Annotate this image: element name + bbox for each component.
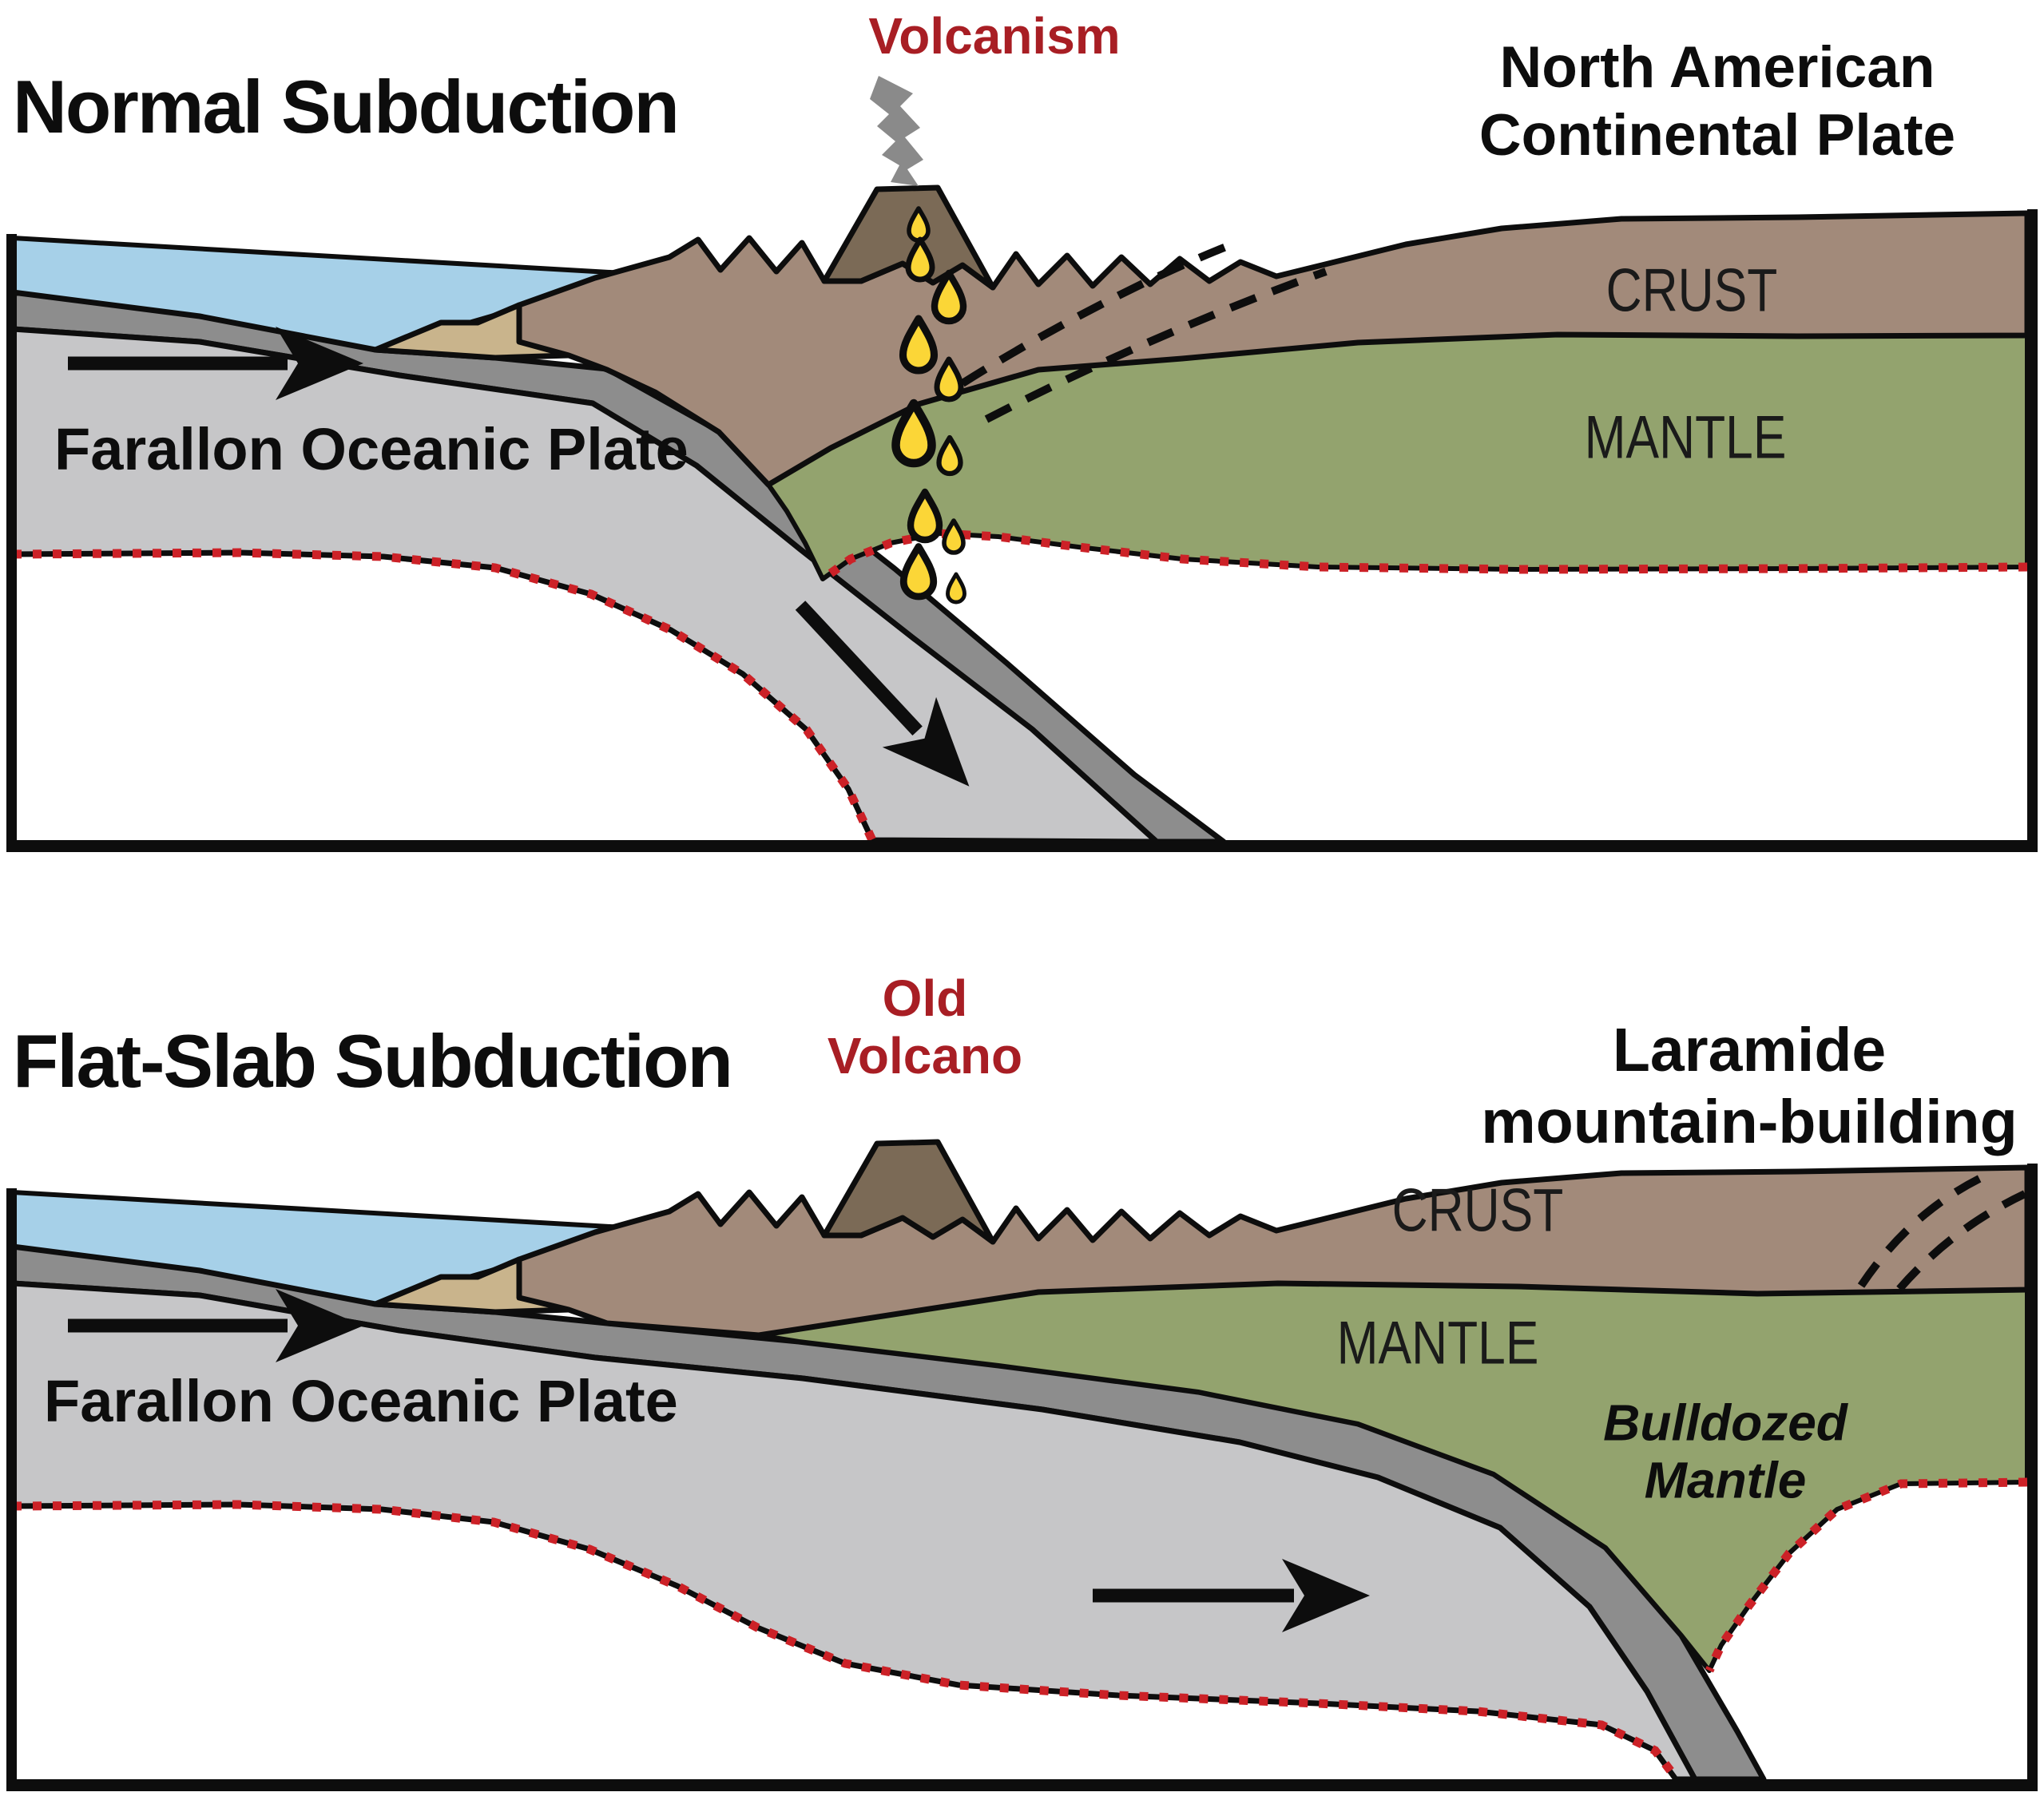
asthenosphere-boundary-left — [12, 548, 876, 843]
old-volcano-label-line2: Volcano — [827, 1026, 1023, 1084]
panel2-mantle-label: MANTLE — [1336, 1309, 1539, 1378]
flat-slab-motion-arrow — [1093, 1559, 1370, 1632]
old-volcano-label: Old Volcano — [827, 969, 1023, 1084]
eruption-smoke-icon — [870, 76, 923, 186]
panel1-graphics — [6, 76, 2038, 852]
asthenosphere-boundary-right — [1705, 1477, 2028, 1673]
panel2-left-border — [6, 1188, 17, 1790]
panel2-right-border — [2027, 1164, 2038, 1791]
slab-motion-arrow — [795, 601, 970, 787]
plate-motion-arrow — [68, 1289, 363, 1362]
panel1-right-border — [2027, 209, 2038, 852]
fault-dashed-line-upper — [960, 240, 1236, 387]
old-volcano — [821, 1139, 996, 1245]
bulldozed-mantle-label-line1: Bulldozed — [1603, 1394, 1848, 1452]
fault-dashed-line-upper — [1857, 1174, 1983, 1288]
asthenosphere-boundary-left — [12, 1500, 1680, 1781]
continental-crust — [516, 210, 2030, 488]
panel2-bottom-border — [6, 1779, 2038, 1791]
old-volcano-label-line1: Old — [882, 969, 968, 1027]
north-american-plate-label-line1: North American — [1499, 35, 1935, 100]
volcanism-label: Volcanism — [868, 7, 1121, 65]
panel1-farallon-label: Farallon Oceanic Plate — [54, 416, 689, 482]
bulldozed-mantle-label: Bulldozed Mantle — [1603, 1394, 1848, 1509]
north-american-plate-label-line2: Continental Plate — [1478, 103, 1956, 169]
farallon-plate-body — [10, 1280, 1698, 1782]
panel1-title: Normal Subduction — [13, 65, 680, 149]
panel1-left-border — [6, 234, 17, 850]
panel2-graphics — [6, 1139, 2038, 1791]
volcano — [821, 184, 996, 291]
panel2-farallon-label: Farallon Oceanic Plate — [44, 1368, 678, 1434]
continental-crust — [516, 1164, 2030, 1338]
fault-dashed-line-lower — [984, 268, 1328, 423]
plate-motion-arrow — [68, 327, 363, 400]
bulldozed-mantle-label-line2: Mantle — [1644, 1451, 1807, 1509]
panel1-crust-label: CRUST — [1605, 256, 1778, 325]
laramide-label: Laramide mountain-building — [1481, 1014, 2017, 1158]
laramide-label-line1: Laramide — [1612, 1016, 1887, 1084]
magma-blobs — [891, 206, 967, 605]
panel2-crust-label: CRUST — [1391, 1176, 1564, 1245]
north-american-plate-label: North American Continental Plate — [1479, 34, 1955, 170]
fault-dashed-line-lower — [1896, 1190, 2027, 1292]
panel2-title: Flat-Slab Subduction — [13, 1019, 733, 1103]
panel1-bottom-border — [6, 840, 2038, 852]
laramide-label-line2: mountain-building — [1481, 1088, 2018, 1157]
panel1-mantle-label: MANTLE — [1584, 403, 1787, 472]
